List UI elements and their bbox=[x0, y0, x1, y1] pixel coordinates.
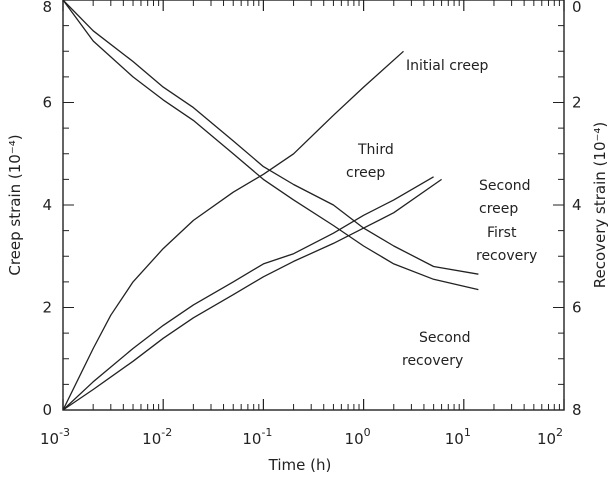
label-second-creep-line2: creep bbox=[479, 201, 518, 217]
y-right-tick-label: 4 bbox=[572, 196, 582, 214]
y-left-tick-label: 8 bbox=[42, 0, 52, 16]
series-line-initial-creep bbox=[62, 50, 404, 411]
label-first-recovery-line1: First bbox=[487, 225, 517, 241]
y-axis-right-ticks: 0 2 4 6 8 bbox=[553, 0, 582, 419]
label-third-creep-line1: Third bbox=[357, 142, 394, 158]
x-tick-label: 101 bbox=[445, 426, 471, 448]
x-axis-label: Time (h) bbox=[268, 456, 332, 474]
series-lines bbox=[62, 0, 479, 411]
y-left-tick-label: 4 bbox=[42, 196, 52, 214]
y-left-tick-label: 6 bbox=[42, 94, 52, 112]
y-axis-left-ticks: 0 2 4 6 8 bbox=[42, 0, 74, 419]
y-right-tick-label: 2 bbox=[572, 94, 582, 112]
label-third-creep-line2: creep bbox=[346, 165, 385, 181]
label-second-recovery-line1: Second bbox=[419, 330, 471, 346]
x-tick-label: 10-1 bbox=[242, 426, 272, 448]
label-second-recovery-line2: recovery bbox=[402, 353, 463, 369]
label-second-creep-line1: Second bbox=[479, 178, 531, 194]
y-right-tick-label: 0 bbox=[572, 0, 582, 16]
series-line-third-creep bbox=[62, 176, 434, 411]
label-first-recovery-line2: recovery bbox=[476, 248, 537, 264]
y-axis-right-label: Recovery strain (10⁻⁴) bbox=[591, 122, 609, 289]
y-left-tick-label: 2 bbox=[42, 299, 52, 317]
x-tick-label: 10-3 bbox=[40, 426, 70, 448]
y-left-tick-label: 0 bbox=[42, 401, 52, 419]
y-right-tick-label: 8 bbox=[572, 401, 582, 419]
y-axis-left-label: Creep strain (10⁻⁴) bbox=[6, 134, 24, 275]
x-tick-label: 100 bbox=[345, 426, 371, 448]
x-axis-ticks: 10-3 10-2 10-1 100 101 102 bbox=[40, 0, 565, 448]
series-line-second-creep bbox=[62, 178, 442, 411]
series-line-first-recovery bbox=[62, 0, 479, 275]
x-tick-label: 10-2 bbox=[142, 426, 172, 448]
y-right-tick-label: 6 bbox=[572, 299, 582, 317]
series-line-second-recovery bbox=[62, 0, 479, 291]
label-initial-creep: Initial creep bbox=[406, 58, 489, 74]
x-tick-label: 102 bbox=[537, 426, 563, 448]
